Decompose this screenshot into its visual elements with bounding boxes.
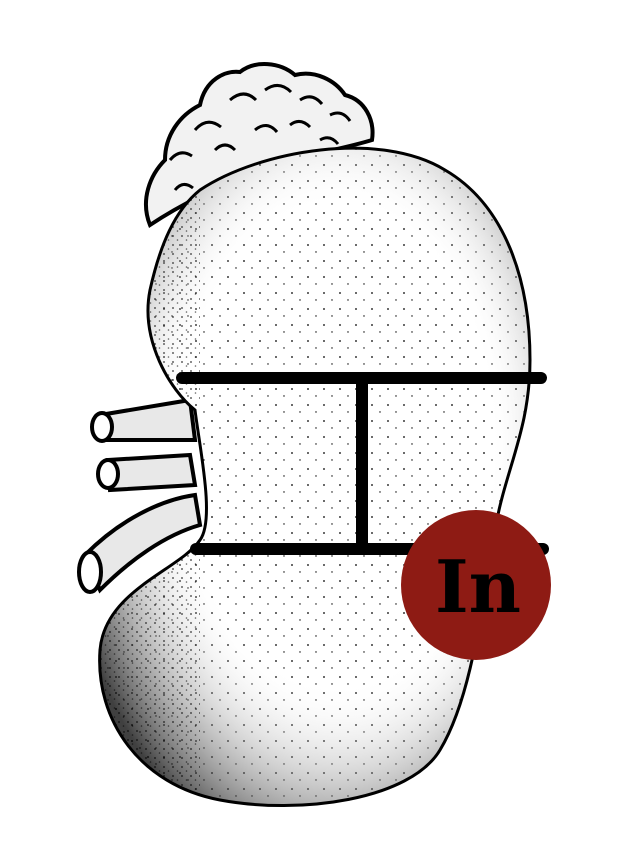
in-badge: In: [401, 510, 551, 660]
badge-label: In: [435, 544, 521, 629]
kidney-body: [98, 146, 532, 808]
badge-circle: [401, 510, 551, 660]
renal-vessels: [77, 397, 203, 594]
